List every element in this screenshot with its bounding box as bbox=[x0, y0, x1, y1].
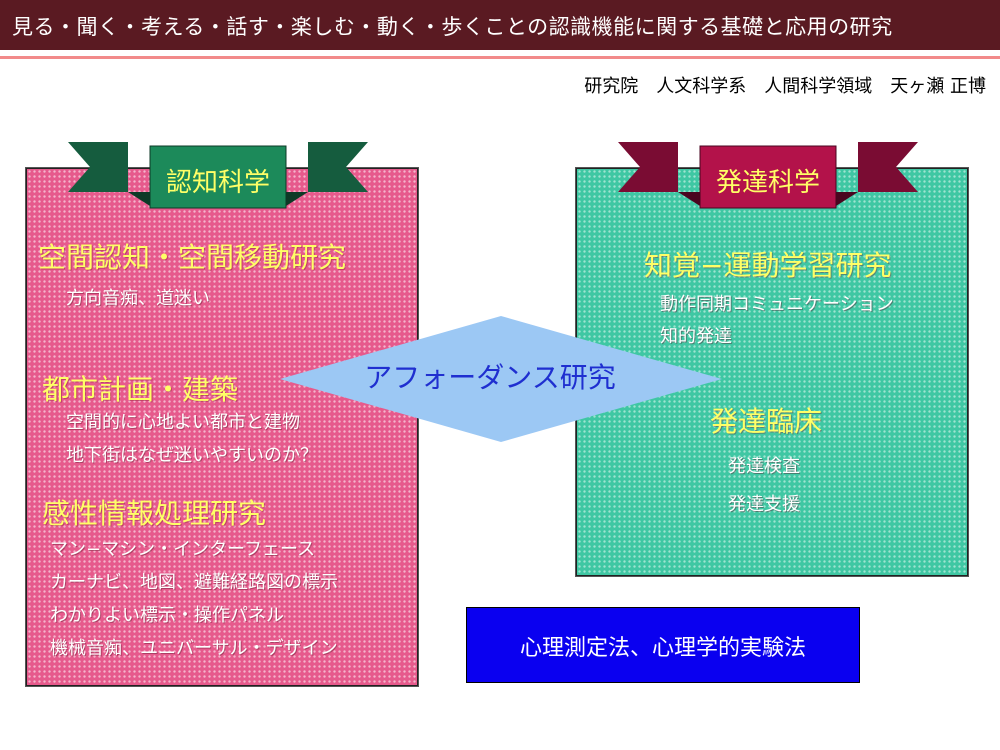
methods-label: 心理測定法、心理学的実験法 bbox=[519, 636, 806, 661]
cognitive-science-banner bbox=[68, 142, 368, 209]
section-item: 空間的に心地よい都市と建物 bbox=[66, 412, 300, 433]
developmental-science-banner bbox=[618, 142, 918, 209]
section-item: 知的発達 bbox=[660, 326, 732, 347]
section-heading: 感性情報処理研究 bbox=[42, 497, 267, 530]
section-item: 発達検査 bbox=[728, 456, 800, 477]
section-item: 地下街はなぜ迷いやすいのか？ bbox=[66, 445, 318, 466]
section-item: 発達支援 bbox=[728, 494, 800, 515]
section-item: マン−マシン・インターフェース bbox=[50, 539, 316, 560]
section-item: 方向音痴、道迷い bbox=[66, 288, 210, 309]
title-divider bbox=[0, 56, 1000, 59]
methods-box: 心理測定法、心理学的実験法 bbox=[466, 607, 860, 683]
section-item: カーナビ、地図、避難経路図の標示 bbox=[50, 572, 338, 593]
page-title: 見る・聞く・考える・話す・楽しむ・動く・歩くことの認識機能に関する基礎と応用の研… bbox=[12, 15, 893, 39]
section-item: わかりよい標示・操作パネル bbox=[50, 605, 284, 626]
author-line: 研究院 人文科学系 人間科学領域 天ヶ瀬 正博 bbox=[584, 76, 986, 97]
developmental-science-banner-label: 発達科学 bbox=[715, 168, 820, 198]
section-heading: 空間認知・空間移動研究 bbox=[38, 241, 347, 274]
section-heading: 知覚−運動学習研究 bbox=[644, 249, 892, 282]
cognitive-science-panel bbox=[26, 168, 418, 686]
section-heading: 都市計画・建築 bbox=[42, 373, 239, 406]
title-bar: 見る・聞く・考える・話す・楽しむ・動く・歩くことの認識機能に関する基礎と応用の研… bbox=[0, 0, 1000, 50]
section-heading: 発達臨床 bbox=[710, 405, 823, 438]
affordance-label: アフォーダンス研究 bbox=[364, 361, 616, 394]
section-item: 機械音痴、ユニバーサル・デザイン bbox=[50, 638, 338, 659]
cognitive-science-banner-label: 認知科学 bbox=[165, 168, 270, 198]
section-item: 動作同期コミュニケーション bbox=[660, 294, 894, 315]
affordance-diamond bbox=[280, 316, 722, 442]
